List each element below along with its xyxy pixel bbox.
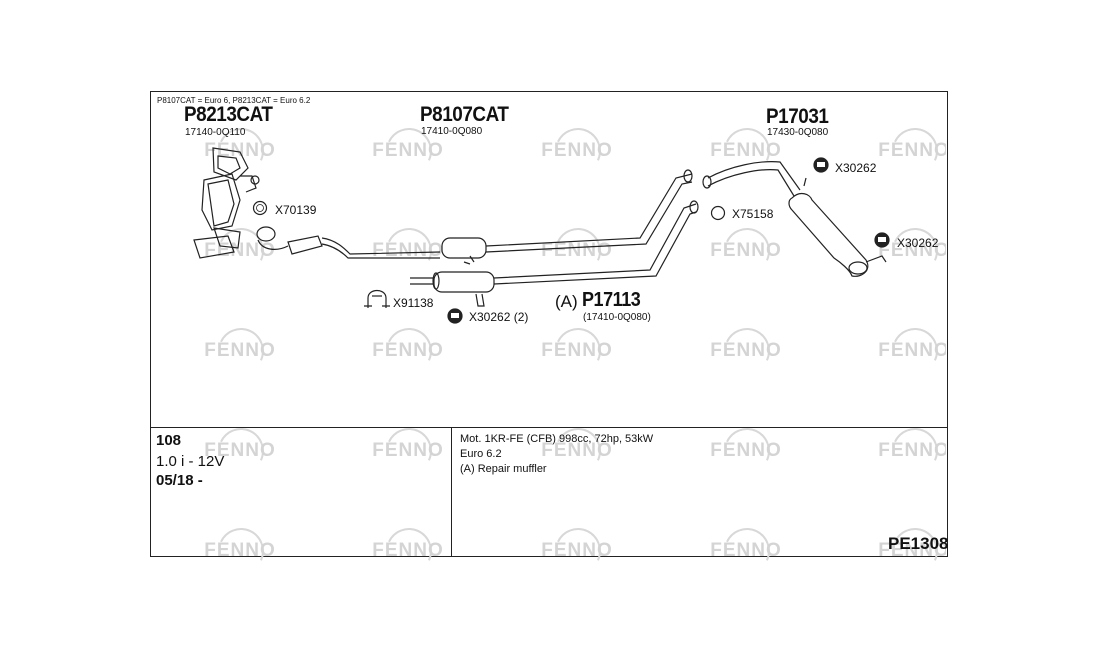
- label-x91138: X91138: [393, 296, 434, 310]
- diagram-frame: [150, 91, 948, 557]
- part-number-p17031: P17031: [766, 105, 829, 128]
- hanger-icon-x30262-right: [874, 232, 890, 248]
- description-line-1: Mot. 1KR-FE (CFB) 998cc, 72hp, 53kW: [460, 433, 654, 445]
- label-x70139: X70139: [275, 203, 317, 217]
- vehicle-engine: 1.0 i - 12V: [156, 453, 225, 470]
- label-x30262-right: X30262: [897, 236, 939, 250]
- oem-number-p17113: (17410-0Q080): [583, 312, 651, 323]
- description-line-2: Euro 6.2: [460, 448, 502, 460]
- diagram-code: PE1308: [888, 534, 949, 553]
- hanger-icon-x30262-top: [813, 157, 829, 173]
- oem-number-p8213cat: 17140-0Q110: [185, 127, 246, 138]
- x75158-icon: [710, 205, 726, 221]
- repair-muffler-drawing: [410, 200, 699, 307]
- header-note: P8107CAT = Euro 6, P8213CAT = Euro 6.2: [157, 96, 311, 105]
- part-number-p17113: P17113: [582, 289, 641, 311]
- x91138-icon: [364, 289, 390, 308]
- front-pipe-drawing: [256, 226, 441, 259]
- part-number-p8213cat: P8213CAT: [184, 103, 273, 126]
- repair-prefix: (A): [555, 292, 578, 311]
- label-x75158: X75158: [732, 207, 774, 221]
- oem-number-p8107cat: 17410-0Q080: [421, 126, 483, 137]
- hanger-icon-x30262-2: [447, 308, 463, 324]
- table-divider: [150, 427, 948, 428]
- oem-number-p17031: 17430-0Q080: [767, 127, 829, 138]
- label-x30262-2: X30262 (2): [469, 310, 529, 324]
- table-column-divider: [451, 427, 452, 557]
- catalytic-converter-drawing: [193, 147, 260, 259]
- rear-muffler-drawing: [702, 161, 887, 277]
- description-line-3: (A) Repair muffler: [460, 463, 547, 475]
- center-muffler-drawing: [441, 169, 693, 259]
- vehicle-model: 108: [156, 432, 182, 449]
- label-x30262-top: X30262: [835, 161, 877, 175]
- part-number-p8107cat: P8107CAT: [420, 103, 509, 126]
- x70139-icon: [252, 200, 268, 216]
- vehicle-date: 05/18 -: [156, 472, 203, 489]
